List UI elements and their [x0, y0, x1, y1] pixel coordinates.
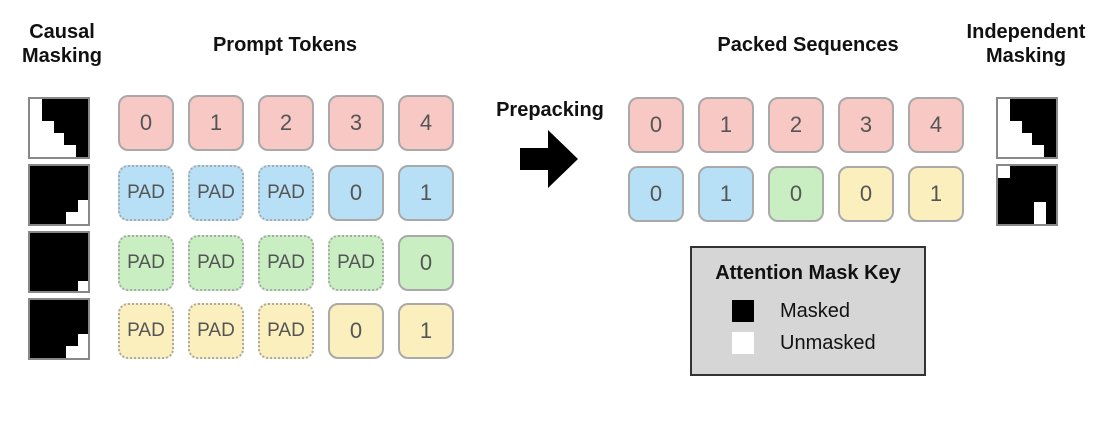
independent-heading-line2: Masking	[985, 45, 1067, 67]
packed-token: 1	[698, 166, 754, 222]
independent-mask-row-1	[996, 97, 1058, 159]
prompt-tokens-heading: Prompt Tokens	[212, 34, 358, 56]
causal-heading-line1: Causal	[29, 21, 95, 43]
prompt-token: 0	[328, 165, 384, 221]
packed-token: 4	[908, 97, 964, 153]
pad-token: PAD	[188, 165, 244, 221]
unmasked-label: Unmasked	[780, 332, 876, 354]
packed-token: 0	[628, 166, 684, 222]
causal-mask-row-2	[28, 164, 90, 226]
independent-heading-line1: Independent	[966, 21, 1086, 43]
prepacking-label: Prepacking	[496, 99, 604, 121]
causal-heading-line2: Masking	[21, 45, 103, 67]
masked-label: Masked	[780, 300, 851, 322]
prompt-token: 1	[398, 165, 454, 221]
packed-token: 0	[768, 166, 824, 222]
causal-mask-row-3	[28, 231, 90, 293]
independent-mask-row-2	[996, 164, 1058, 226]
pad-token: PAD	[188, 235, 244, 291]
independent-masking-heading: Independent Masking	[956, 20, 1096, 68]
packed-token: 0	[838, 166, 894, 222]
prompt-token: 0	[328, 303, 384, 359]
prompt-token: 4	[398, 95, 454, 151]
masked-swatch	[732, 300, 754, 322]
pad-token: PAD	[258, 235, 314, 291]
packed-token: 2	[768, 97, 824, 153]
prompt-token: 3	[328, 95, 384, 151]
prompt-token: 1	[398, 303, 454, 359]
causal-masking-heading: Causal Masking	[14, 20, 110, 68]
causal-mask-row-1	[28, 97, 90, 159]
packed-token: 3	[838, 97, 894, 153]
causal-mask-row-4	[28, 298, 90, 360]
unmasked-swatch	[732, 332, 754, 354]
packed-sequences-heading: Packed Sequences	[717, 34, 899, 56]
right-arrow-icon	[520, 130, 578, 188]
packed-token: 1	[908, 166, 964, 222]
pad-token: PAD	[118, 165, 174, 221]
prompt-token: 0	[398, 235, 454, 291]
pad-token: PAD	[328, 235, 384, 291]
key-title: Attention Mask Key	[715, 262, 901, 284]
pad-token: PAD	[118, 303, 174, 359]
pad-token: PAD	[258, 303, 314, 359]
prompt-token: 2	[258, 95, 314, 151]
attention-mask-key: Attention Mask Key Masked Unmasked	[690, 246, 926, 376]
prompt-token: 1	[188, 95, 244, 151]
packed-token: 1	[698, 97, 754, 153]
packed-token: 0	[628, 97, 684, 153]
prompt-token: 0	[118, 95, 174, 151]
pad-token: PAD	[118, 235, 174, 291]
pad-token: PAD	[188, 303, 244, 359]
pad-token: PAD	[258, 165, 314, 221]
